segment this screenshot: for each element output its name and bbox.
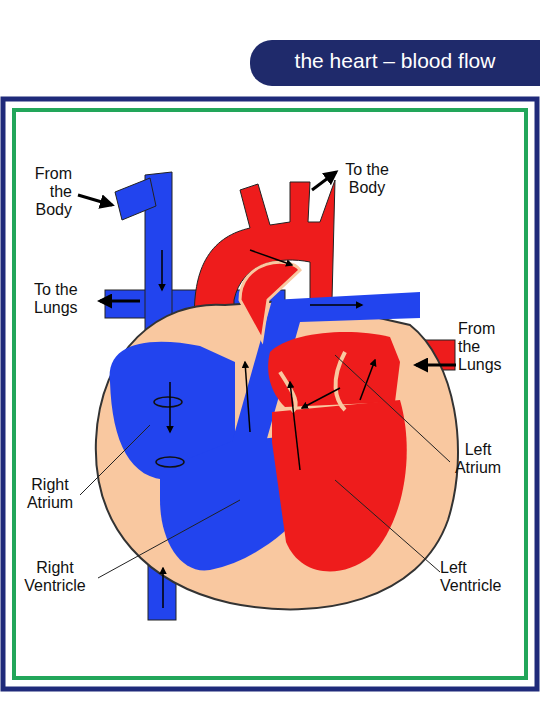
vena-cava-branch	[115, 178, 156, 220]
leader-line	[98, 500, 240, 578]
leader-lines	[80, 355, 450, 578]
part-label: To the Lungs	[34, 281, 94, 317]
pointer-arrows	[78, 172, 456, 365]
leader-line	[335, 355, 450, 462]
flow-arrow	[302, 388, 340, 408]
title-banner	[250, 40, 540, 86]
flow-arrow	[161, 250, 163, 290]
flow-arrow	[290, 382, 300, 470]
flow-arrow	[250, 250, 292, 265]
flow-arrow	[245, 362, 250, 432]
flow-arrow	[310, 304, 362, 306]
pointer-arrow	[312, 172, 336, 190]
part-label: Right Ventricle	[12, 559, 98, 595]
left-ventricle-chamber	[272, 400, 407, 571]
diagram-title: the heart – blood flow	[250, 48, 540, 74]
pointer-arrow	[78, 195, 112, 205]
flow-arrow	[162, 568, 164, 608]
leader-line	[335, 480, 440, 572]
pointer-arrow	[416, 364, 456, 367]
part-label: From the Lungs	[458, 320, 514, 374]
part-label: Right Atrium	[18, 476, 82, 512]
left-atrium-chamber	[268, 332, 400, 407]
inner-frame	[14, 110, 526, 678]
outer-frame	[3, 99, 537, 689]
valve	[154, 397, 182, 407]
valve	[156, 457, 184, 467]
ascending-aorta	[240, 262, 300, 340]
pointer-arrow	[100, 300, 140, 303]
part-label: Left Atrium	[446, 441, 510, 477]
flow-arrows	[162, 250, 375, 608]
valve	[336, 352, 345, 410]
part-label: Left Ventricle	[440, 559, 526, 595]
part-label: To the Body	[334, 161, 400, 197]
leader-line	[80, 425, 150, 495]
part-label: From the Body	[10, 165, 72, 219]
flow-arrow	[169, 382, 171, 432]
